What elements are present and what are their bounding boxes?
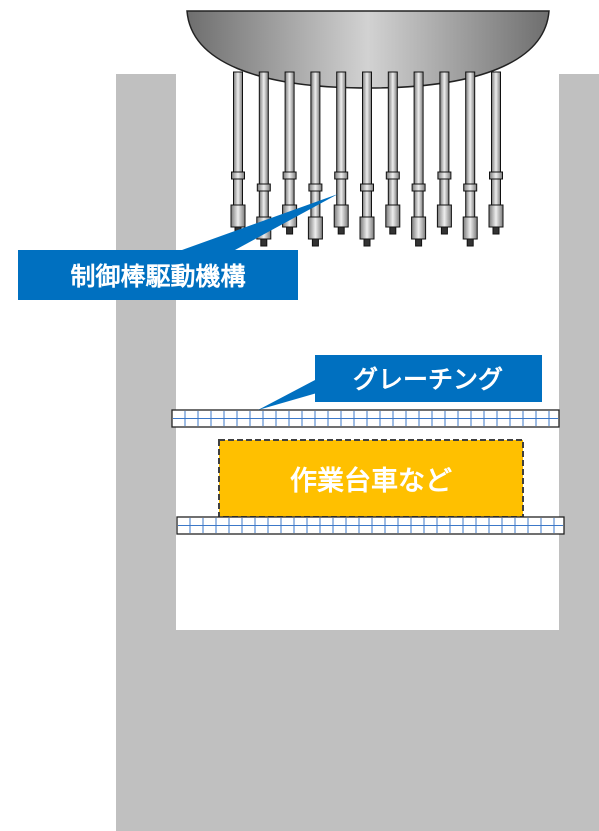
drive-rod-icon: [436, 71, 452, 235]
drive-rod-icon: [462, 71, 478, 247]
drive-rod-icon: [333, 71, 349, 235]
work-cart: 作業台車など: [218, 439, 524, 518]
drive-rod-icon: [411, 71, 427, 247]
cart-label: 作業台車など: [290, 465, 452, 497]
drive-rod-icon: [385, 71, 401, 235]
control-rod-drives: [230, 71, 504, 247]
drive-rod-icon: [230, 71, 246, 235]
crdm-callout-box: [18, 250, 298, 300]
grating-label: グレーチング: [353, 365, 503, 394]
grating-lower: [176, 516, 565, 535]
drive-rod-icon: [488, 71, 504, 235]
crdm-callout-pointer: [182, 194, 338, 250]
drive-rod-icon: [359, 71, 375, 247]
grating-callout: グレーチング: [258, 355, 542, 410]
crdm-callout: 制御棒駆動機構: [18, 194, 338, 300]
left-wall: [116, 74, 599, 831]
pedestal-walls: [116, 74, 599, 831]
crdm-label: 制御棒駆動機構: [70, 262, 245, 291]
drive-rod-icon: [307, 71, 323, 247]
grating-upper: [171, 409, 560, 428]
grating-callout-box: [315, 355, 542, 402]
